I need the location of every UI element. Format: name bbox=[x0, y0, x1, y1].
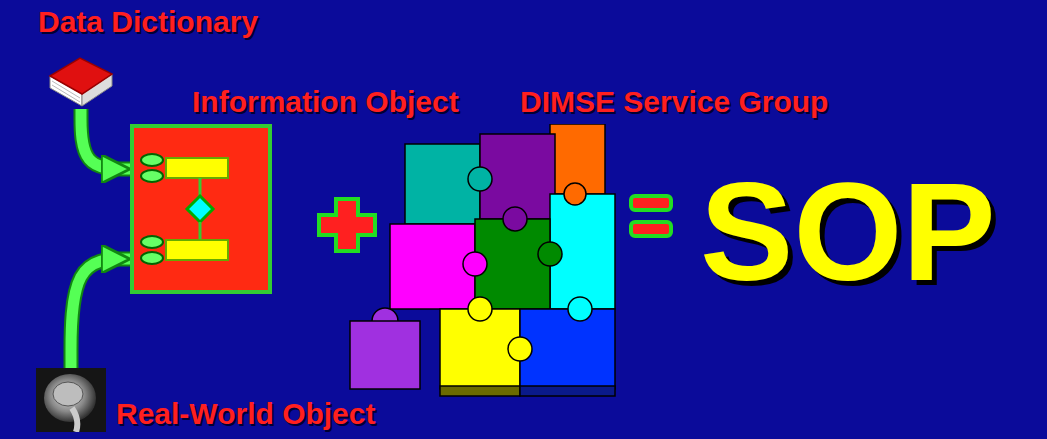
mri-image bbox=[36, 368, 106, 432]
equals-bar bbox=[631, 196, 671, 210]
shape-part bbox=[141, 170, 163, 182]
node-heading: Real-World Object bbox=[116, 396, 375, 432]
shape-part bbox=[36, 368, 106, 432]
arrow-outline bbox=[81, 109, 130, 169]
shape-part bbox=[503, 207, 527, 231]
shape-part bbox=[44, 374, 96, 422]
shape-part bbox=[132, 126, 270, 292]
shape-part bbox=[166, 158, 228, 178]
shape-part bbox=[53, 382, 83, 406]
equals-bar bbox=[631, 222, 671, 236]
shape-part bbox=[199, 178, 202, 196]
node-heading: Data Dictionary bbox=[38, 4, 258, 40]
result-label: SOP bbox=[700, 162, 996, 302]
shape-part bbox=[463, 252, 487, 276]
shape-part bbox=[538, 242, 562, 266]
arrow-body bbox=[71, 259, 130, 368]
equals-symbol bbox=[628, 192, 674, 242]
shape-part bbox=[568, 297, 592, 321]
arrow-body bbox=[81, 109, 130, 169]
shape-part bbox=[468, 167, 492, 191]
shape-part bbox=[390, 224, 475, 309]
book-icon bbox=[46, 54, 116, 109]
node-heading: Information Object bbox=[192, 84, 459, 120]
shape-part bbox=[468, 297, 492, 321]
shape-part bbox=[520, 309, 615, 389]
shape-part bbox=[166, 240, 228, 260]
shape-part bbox=[564, 183, 586, 205]
plus-symbol bbox=[319, 199, 375, 251]
shape-part bbox=[520, 386, 615, 396]
node-heading: DIMSE Service Group bbox=[520, 84, 828, 120]
real-world-node: Real-World Object bbox=[36, 368, 375, 432]
curved-arrow bbox=[71, 259, 130, 368]
shape-part bbox=[187, 196, 213, 222]
shape-part bbox=[350, 124, 615, 396]
plus-symbol bbox=[316, 196, 378, 254]
information-object-box bbox=[130, 124, 272, 294]
shape-part bbox=[141, 236, 163, 248]
shape-part bbox=[199, 222, 202, 240]
shape-part bbox=[350, 321, 420, 389]
arrow-outline bbox=[71, 259, 130, 368]
shape-part bbox=[72, 408, 77, 432]
shape-part bbox=[508, 337, 532, 361]
puzzle-icon bbox=[345, 124, 625, 400]
shape-part bbox=[50, 58, 112, 94]
shape-part bbox=[141, 252, 163, 264]
shape-part bbox=[440, 386, 520, 396]
shape-part bbox=[141, 154, 163, 166]
curved-arrow bbox=[81, 109, 130, 169]
shape-part bbox=[71, 109, 130, 368]
